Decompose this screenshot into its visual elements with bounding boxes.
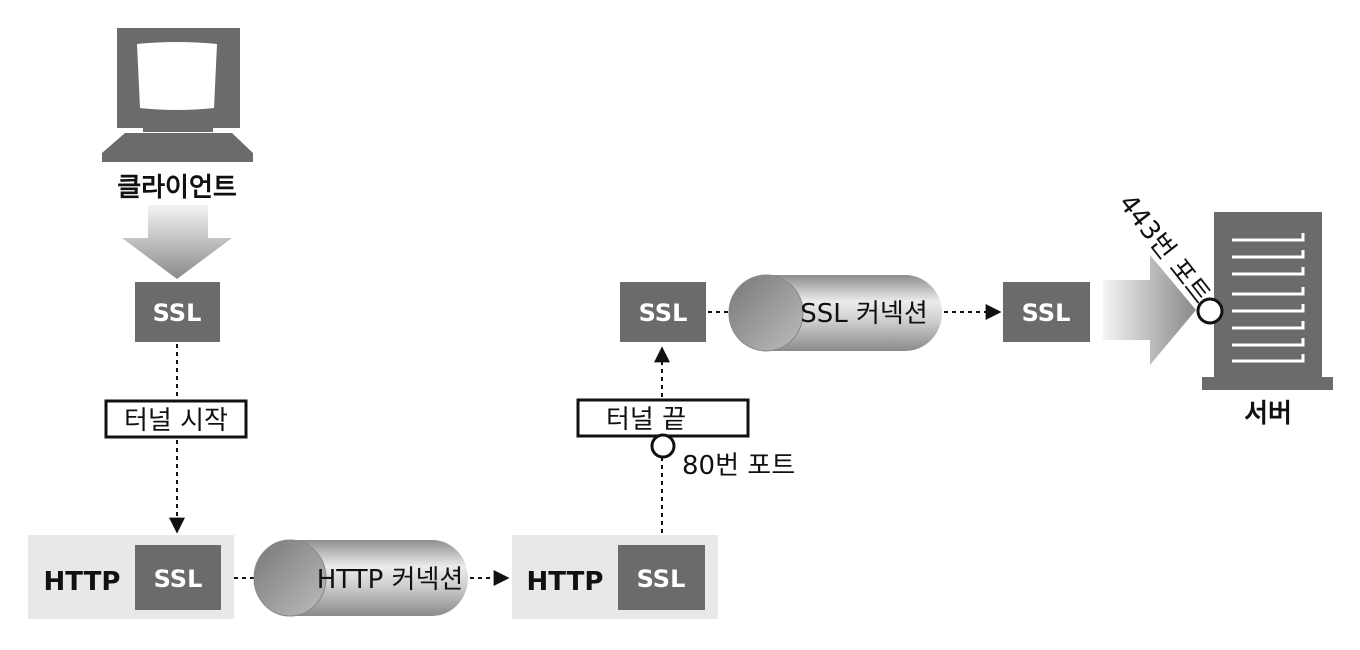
- svg-text:터널 시작: 터널 시작: [124, 406, 228, 436]
- tunnel-end-label: 터널 끝: [576, 398, 750, 438]
- svg-text:터널 끝: 터널 끝: [606, 405, 686, 435]
- client-ssl-box: SSL: [135, 282, 220, 342]
- http-connection-pipe: HTTP 커넥션: [253, 539, 468, 617]
- down-arrow-icon: [122, 205, 232, 279]
- svg-text:SSL 커넥션: SSL 커넥션: [800, 299, 928, 329]
- svg-text:SSL: SSL: [1022, 299, 1071, 327]
- server-icon: [1202, 212, 1333, 390]
- right-arrow-icon: [1103, 255, 1196, 365]
- client-proxy-panel: HTTP SSL: [28, 535, 234, 619]
- svg-text:HTTP: HTTP: [527, 567, 604, 597]
- client-label: 클라이언트: [117, 173, 237, 203]
- ssl-connection-pipe: SSL 커넥션: [728, 274, 942, 352]
- svg-text:SSL: SSL: [154, 565, 203, 593]
- svg-text:SSL: SSL: [639, 299, 688, 327]
- svg-text:HTTP: HTTP: [44, 567, 121, 597]
- port-80-icon: [650, 433, 676, 459]
- svg-text:SSL: SSL: [637, 565, 686, 593]
- proxy-ssl-box: SSL: [620, 282, 706, 342]
- svg-text:HTTP 커넥션: HTTP 커넥션: [317, 565, 464, 595]
- port-80-label: 80번 포트: [682, 451, 795, 481]
- port-443-icon: [1196, 297, 1224, 325]
- client-computer-icon: [102, 28, 253, 162]
- tunnel-start-label: 터널 시작: [104, 399, 248, 439]
- server-ssl-box: SSL: [1003, 282, 1090, 342]
- svg-text:SSL: SSL: [153, 299, 202, 327]
- proxy-panel: HTTP SSL: [512, 535, 718, 619]
- server-label: 서버: [1244, 399, 1292, 429]
